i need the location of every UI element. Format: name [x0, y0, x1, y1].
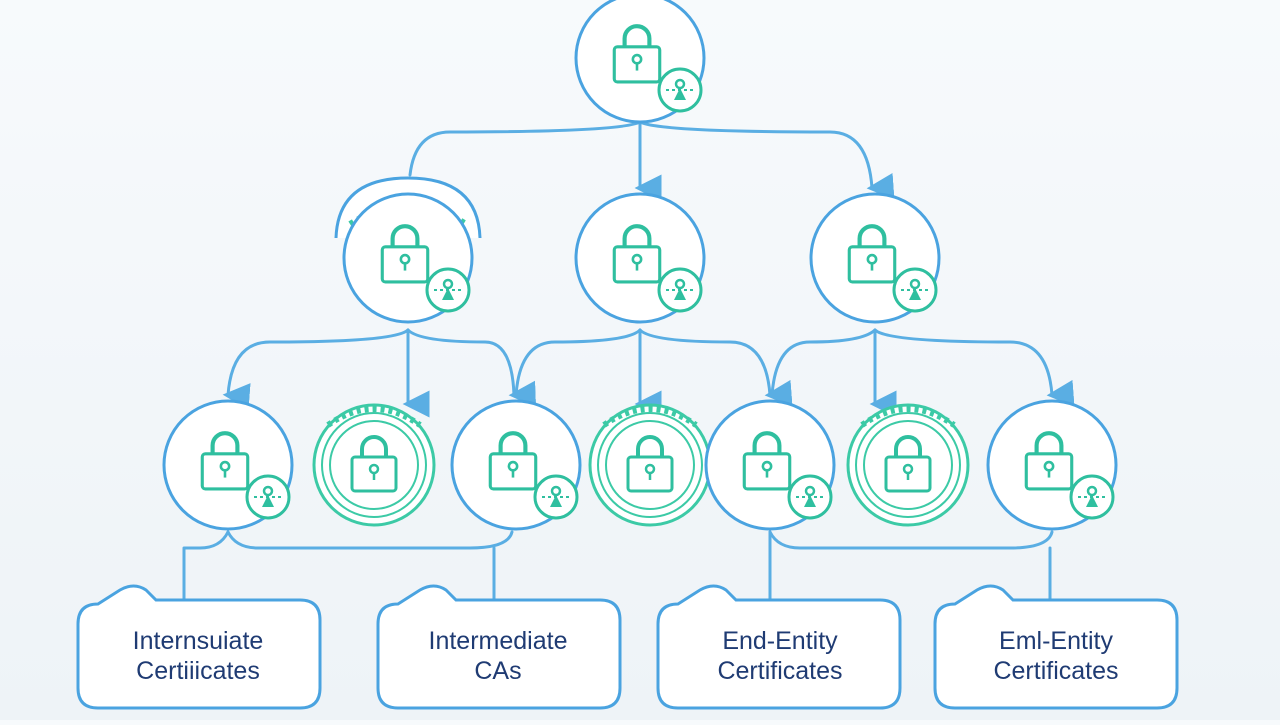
- node-l2-right: [809, 192, 941, 324]
- seal-inner-ring: [605, 420, 695, 510]
- key-badge-icon: [425, 267, 471, 313]
- key-badge-icon: [892, 267, 938, 313]
- connector-l2mid-l3-5: [638, 328, 793, 407]
- node-l3-1: [162, 399, 294, 531]
- folder-label-4: Eml-Entity Certificates: [936, 626, 1176, 686]
- folder-shape: [76, 584, 322, 710]
- node-l3-4: [588, 403, 712, 527]
- connector-l2right-l3-5: [770, 328, 877, 397]
- node-l3-5: [704, 399, 836, 531]
- key-badge-icon: [657, 267, 703, 313]
- seal-ribbon: [602, 406, 698, 428]
- folder-end-entity-group: [76, 584, 1179, 710]
- node-l3-6: [846, 403, 970, 527]
- seal-ribbon: [860, 406, 956, 428]
- folder-label-line1: Internsuiate: [132, 627, 264, 655]
- seal-inner-ring: [855, 412, 961, 518]
- node-l2-mid: [574, 192, 706, 324]
- folder-label-2: Intermediate CAs: [378, 626, 618, 686]
- node-l3-2: [312, 403, 436, 527]
- connector-l2right-l3-7: [873, 328, 1075, 407]
- folder-label-line2: Certificates: [993, 657, 1119, 685]
- folder-label-line2: Certiiicates: [136, 657, 260, 685]
- key-badge-icon: [1069, 474, 1115, 520]
- node-root: [574, 0, 706, 124]
- connector-root-left: [408, 120, 642, 177]
- folder-label-line1: Eml-Entity: [999, 627, 1113, 655]
- key-badge-icon: [533, 474, 579, 520]
- folder-label-1: Internsuiate Certiiicates: [78, 626, 318, 686]
- seal-inner-ring: [329, 420, 419, 510]
- seal-inner-ring: [321, 412, 427, 518]
- folder-label-line2: Certificates: [717, 657, 843, 685]
- folder-shape: [376, 584, 622, 710]
- connector-l2left-l3-1: [222, 328, 410, 411]
- connector-root-right: [638, 120, 895, 200]
- folder-shape: [656, 584, 902, 710]
- key-badge-icon: [787, 474, 833, 520]
- connector-l3-join-f2: [226, 530, 514, 550]
- key-badge-icon: [245, 474, 291, 520]
- folder-label-line1: End-Entity: [722, 627, 838, 655]
- node-l3-3: [450, 399, 582, 531]
- connector-lines: [182, 120, 1075, 614]
- key-badge-icon: [657, 67, 703, 113]
- connector-l3-join-f4: [768, 530, 1054, 550]
- connector-l2left-l3-3: [406, 328, 537, 408]
- seal-inner-ring: [597, 412, 703, 518]
- folder-shape: [933, 584, 1179, 710]
- seal-ribbon: [326, 406, 422, 428]
- node-l2-left: [334, 176, 482, 324]
- node-l3-7: [986, 399, 1118, 531]
- folder-label-line1: Intermediate: [428, 627, 568, 655]
- folder-label-3: End-Entity Certificates: [660, 626, 900, 686]
- folder-label-line2: CAs: [474, 657, 522, 685]
- connector-l3-to-f1: [182, 530, 230, 614]
- nodes-layer: [162, 0, 1118, 531]
- connector-l2mid-l3-3: [514, 328, 642, 397]
- seal-inner-ring: [863, 420, 953, 510]
